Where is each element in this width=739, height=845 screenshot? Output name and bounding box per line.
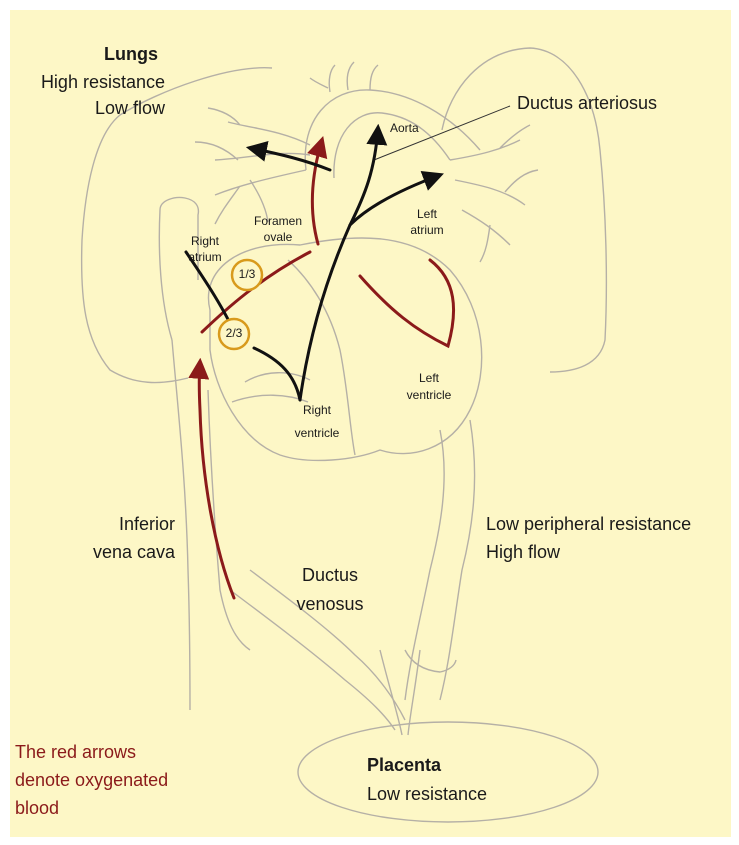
- right-ventricle-label-2: ventricle: [285, 426, 349, 441]
- left-pulmonary-branches: [195, 108, 310, 224]
- left-atrium-label-1: Left: [402, 207, 452, 222]
- left-ventricle-label-1: Left: [397, 371, 461, 386]
- inferior-vena-cava-outline: [172, 340, 250, 710]
- ductus-venosus-label-2: venosus: [285, 592, 375, 616]
- left-heart-red-path: [360, 260, 454, 346]
- aorta-label: Aorta: [390, 121, 419, 136]
- foramen-ovale-label-1: Foramen: [248, 214, 308, 229]
- ivc-label-1: Inferior: [119, 512, 175, 536]
- peripheral-label-2: High flow: [486, 540, 560, 564]
- left-atrium-label-2: atrium: [402, 223, 452, 238]
- ductus-arteriosus-label: Ductus arteriosus: [517, 91, 657, 115]
- aorta-red-arrow: [312, 140, 322, 244]
- ivc-red-arrow: [199, 362, 234, 598]
- lungs-title: Lungs: [104, 42, 158, 66]
- legend-note-line2: denote oxygenated: [15, 768, 168, 792]
- descending-aorta: [405, 420, 475, 700]
- pulmonary-black-arrow: [300, 128, 378, 400]
- one-third-label: 1/3: [232, 267, 262, 282]
- fetal-circulation-diagram: Lungs High resistance Low flow Ductus ar…: [10, 10, 731, 837]
- lungs-line1: High resistance: [41, 70, 165, 94]
- diagram-drawing: [10, 10, 731, 837]
- right-pulmonary-branches: [450, 125, 538, 262]
- placenta-title: Placenta: [367, 753, 441, 777]
- left-ventricle-label-2: ventricle: [397, 388, 461, 403]
- two-thirds-label: 2/3: [219, 326, 249, 341]
- lungs-line2: Low flow: [95, 96, 165, 120]
- placenta-outline: [298, 722, 598, 822]
- legend-note-line1: The red arrows: [15, 740, 136, 764]
- placenta-subtitle: Low resistance: [367, 782, 487, 806]
- right-ventricle-label-1: Right: [285, 403, 349, 418]
- legend-note-line3: blood: [15, 796, 59, 820]
- right-atrium-label-2: atrium: [180, 250, 230, 265]
- right-atrium-label-1: Right: [180, 234, 230, 249]
- ductus-venosus-label-1: Ductus: [285, 563, 375, 587]
- ivc-label-2: vena cava: [93, 540, 175, 564]
- foramen-ovale-label-2: ovale: [248, 230, 308, 245]
- peripheral-label-1: Low peripheral resistance: [486, 512, 691, 536]
